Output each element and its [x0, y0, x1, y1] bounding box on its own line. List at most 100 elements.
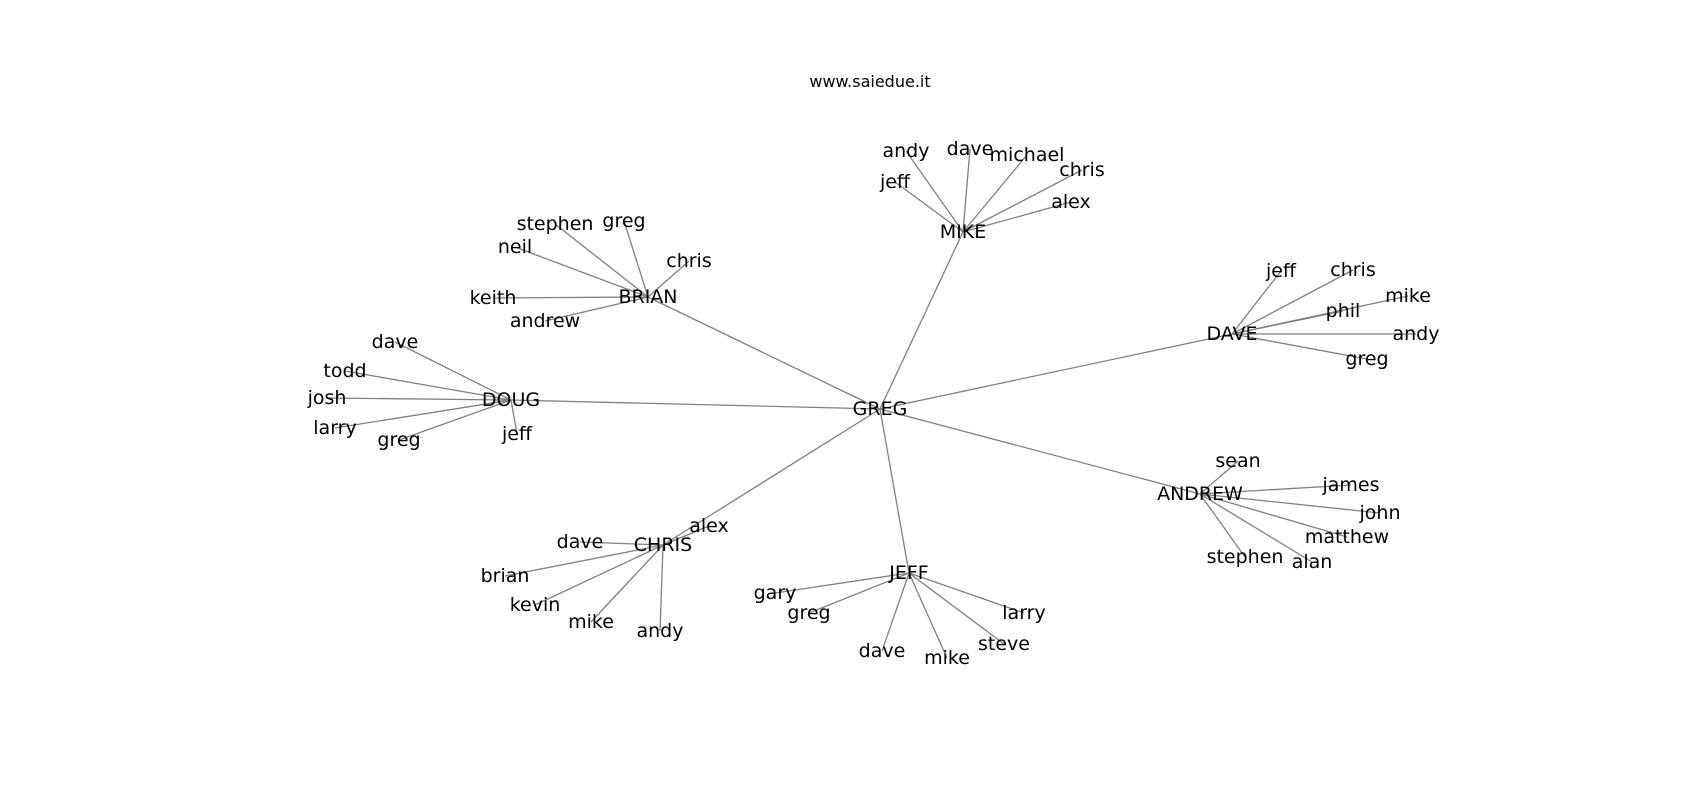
edge-greg-chris — [662, 408, 881, 546]
leaf-node-label: chris — [1059, 159, 1104, 181]
edge-chris-brian — [504, 544, 664, 577]
leaf-node-label: andrew — [510, 310, 580, 332]
edge-mike-alex — [962, 201, 1072, 233]
edge-greg-brian — [647, 296, 881, 410]
edge-jeff-gary — [774, 572, 910, 594]
edge-andrew-james — [1199, 484, 1352, 495]
leaf-node-label: mike — [568, 611, 614, 633]
edge-dave-phil — [1231, 310, 1344, 335]
leaf-node-label: stephen — [1207, 546, 1284, 568]
edge-mike-michael — [962, 154, 1028, 233]
edge-greg-andrew — [879, 408, 1201, 495]
leaf-node-label: neil — [498, 236, 532, 258]
edge-chris-dave — [579, 541, 664, 546]
leaf-node-label: dave — [947, 138, 994, 160]
leaf-node-label: keith — [470, 287, 517, 309]
edge-chris-alex — [662, 525, 710, 546]
edge-brian-stephen — [554, 223, 649, 298]
leaf-node-label: jeff — [879, 171, 911, 193]
leaf-node-label: dave — [372, 331, 419, 353]
edge-brian-greg — [623, 220, 649, 298]
edge-greg-mike — [879, 231, 964, 410]
leaf-node-label: larry — [313, 417, 356, 439]
leaf-node-label: dave — [557, 531, 604, 553]
edge-dave-jeff — [1231, 270, 1282, 335]
leaf-node-label: james — [1321, 474, 1379, 496]
hub-node-label: DAVE — [1206, 323, 1257, 345]
leaf-node-label: phil — [1326, 300, 1361, 322]
leaf-node-label: stephen — [517, 213, 594, 235]
leaf-node-label: larry — [1002, 602, 1045, 624]
leaf-node-label: jeff — [501, 423, 533, 445]
edge-doug-larry — [334, 399, 512, 429]
hub-node-label: BRIAN — [618, 286, 677, 308]
leaf-node-label: josh — [307, 387, 347, 409]
leaf-node-label: greg — [377, 429, 420, 451]
leaf-node-label: brian — [481, 565, 530, 587]
leaf-node-label: steve — [978, 633, 1030, 655]
edge-chris-andy — [659, 544, 664, 632]
edge-andrew-alan — [1199, 493, 1313, 563]
hub-node-label: DOUG — [482, 389, 540, 411]
leaf-node-label: chris — [666, 250, 711, 272]
edge-mike-chris — [962, 169, 1083, 233]
leaf-node-label: chris — [1330, 259, 1375, 281]
edge-doug-dave — [394, 341, 512, 401]
edge-jeff-larry — [908, 572, 1025, 614]
leaf-node-label: greg — [1345, 348, 1388, 370]
edge-jeff-steve — [908, 572, 1005, 645]
edge-andrew-stephen — [1199, 493, 1246, 558]
edge-greg-jeff — [879, 408, 910, 574]
edge-jeff-dave — [881, 572, 910, 652]
hub-node-label: CHRIS — [634, 534, 692, 556]
leaf-node-label: john — [1359, 502, 1401, 524]
edge-doug-greg — [398, 399, 512, 441]
edge-doug-jeff — [510, 399, 518, 435]
edge-mike-jeff — [894, 181, 964, 233]
leaf-node-label: michael — [990, 144, 1065, 166]
leaf-node-label: alan — [1292, 551, 1333, 573]
edge-andrew-john — [1199, 493, 1381, 514]
hub-node-label: JEFF — [888, 562, 928, 584]
leaf-node-label: mike — [1385, 285, 1431, 307]
leaf-node-label: andy — [883, 140, 930, 162]
edge-brian-neil — [514, 246, 649, 298]
leaf-node-label: jeff — [1265, 260, 1297, 282]
leaf-node-label: sean — [1215, 450, 1260, 472]
leaf-node-label: andy — [637, 620, 684, 642]
leaf-node-label: greg — [787, 602, 830, 624]
leaf-node-label: todd — [323, 360, 366, 382]
edge-layer — [326, 148, 1416, 659]
edge-brian-chris — [647, 260, 690, 298]
hub-node-label: MIKE — [940, 221, 986, 243]
leaf-node-label: greg — [602, 210, 645, 232]
edge-chris-kevin — [534, 544, 664, 606]
leaf-node-label: alex — [1051, 191, 1091, 213]
edge-andrew-sean — [1199, 460, 1239, 495]
leaf-node-label: gary — [754, 582, 797, 604]
root-node-label: GREG — [853, 398, 908, 420]
page-title: www.saiedue.it — [809, 72, 931, 91]
edge-chris-mike — [590, 544, 664, 623]
leaf-node-label: alex — [689, 515, 729, 537]
leaf-node-label: matthew — [1305, 526, 1389, 548]
edge-mike-dave — [962, 148, 971, 233]
edge-andrew-matthew — [1199, 493, 1348, 538]
edge-brian-keith — [492, 296, 649, 299]
edge-mike-andy — [905, 150, 964, 233]
edge-brian-andrew — [544, 296, 649, 322]
leaf-node-label: andy — [1393, 323, 1440, 345]
edge-jeff-mike — [908, 572, 948, 659]
edge-dave-chris — [1231, 269, 1354, 335]
edge-jeff-greg — [808, 572, 910, 614]
edge-dave-greg — [1231, 333, 1368, 360]
edge-doug-todd — [344, 370, 512, 401]
edge-greg-doug — [510, 399, 881, 410]
leaf-node-label: kevin — [510, 594, 561, 616]
leaf-node-label: mike — [924, 647, 970, 669]
hub-node-label: ANDREW — [1157, 483, 1243, 505]
edge-greg-dave — [879, 333, 1233, 410]
edge-doug-josh — [326, 397, 512, 401]
